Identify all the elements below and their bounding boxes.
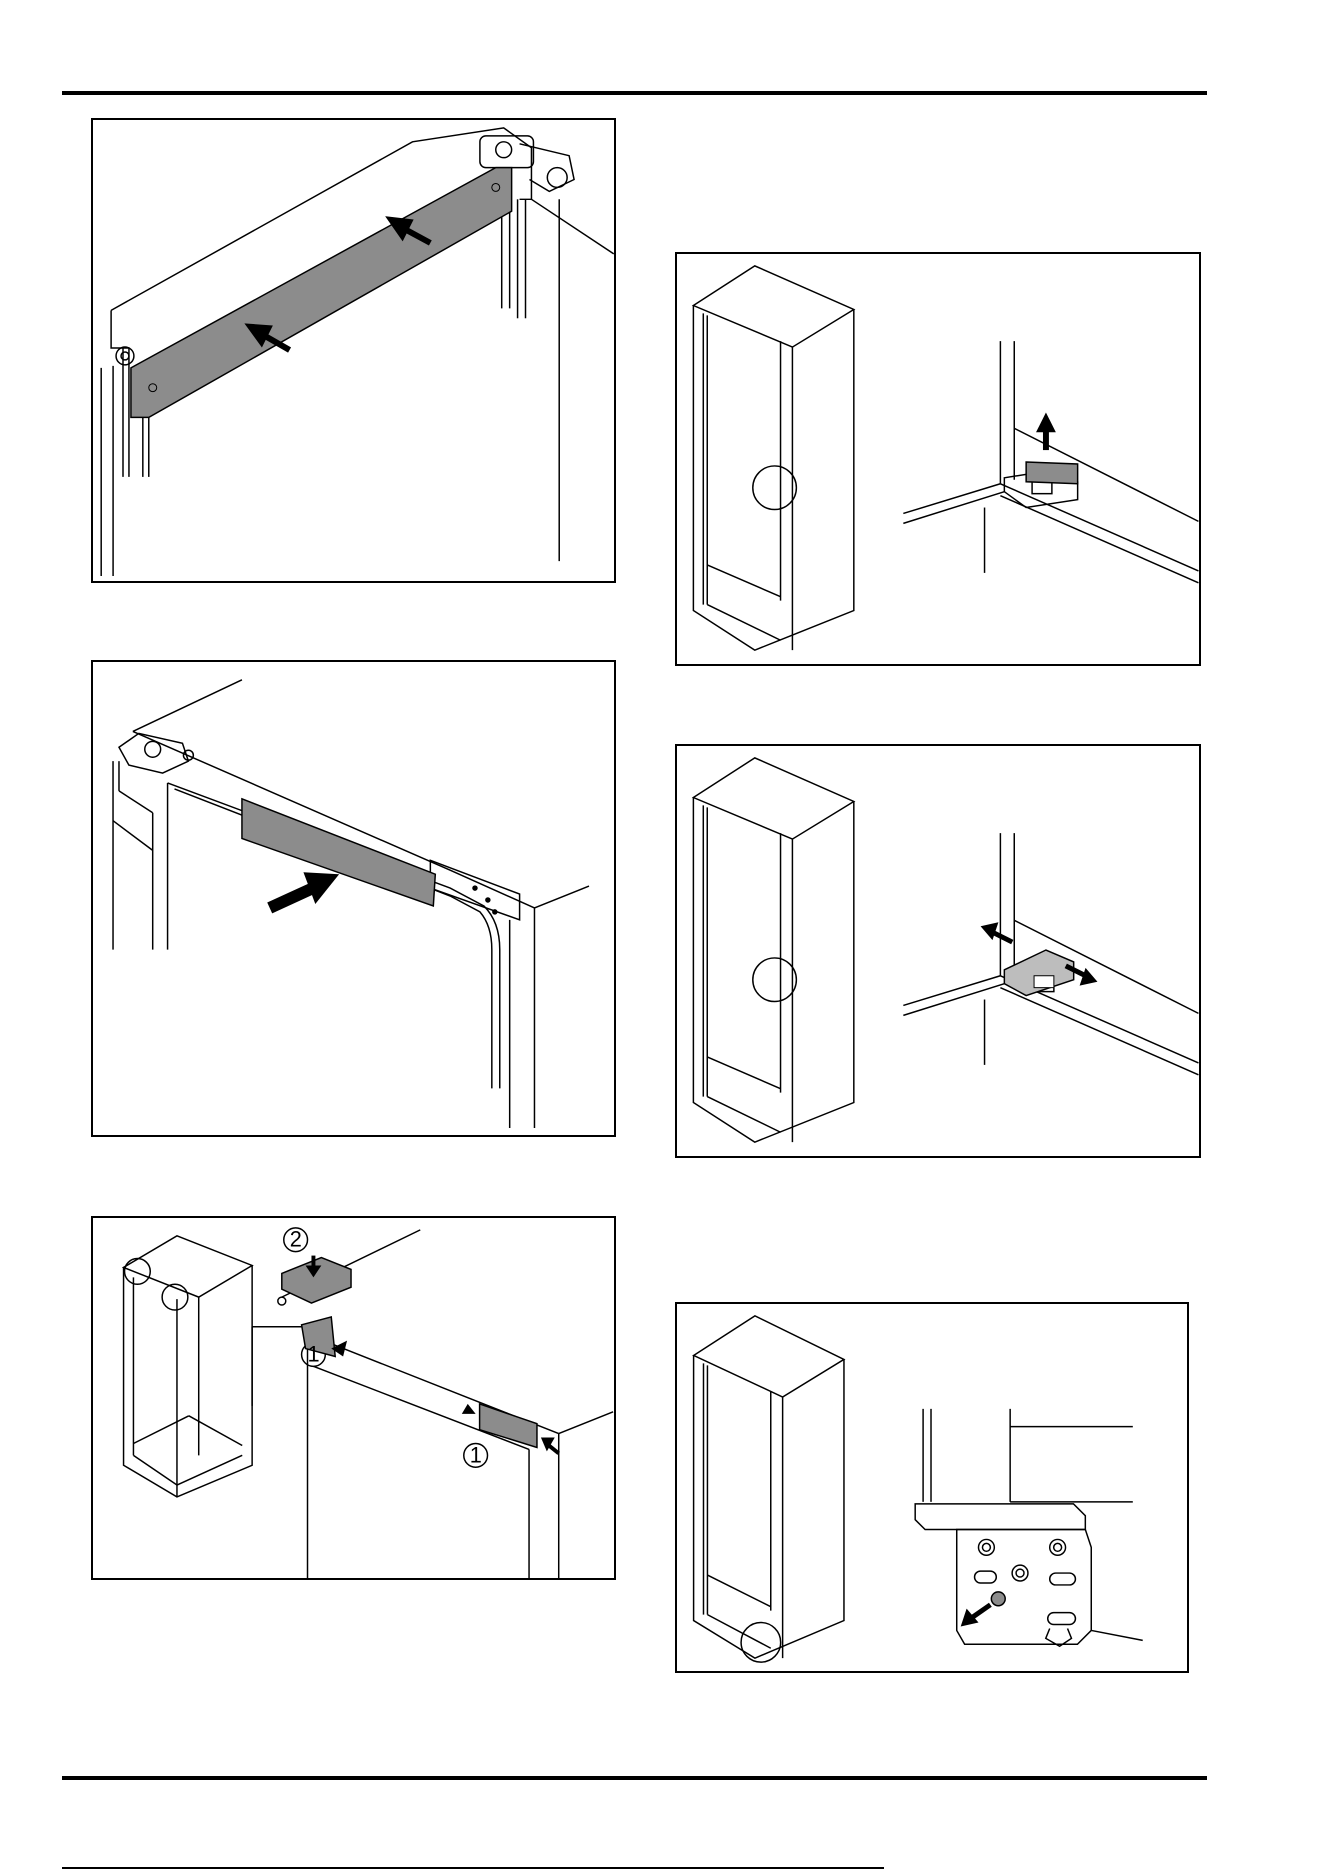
figure-panel-insert xyxy=(91,660,616,1137)
footer-thin-rule xyxy=(62,1867,884,1869)
figure-top-panel-push xyxy=(91,118,616,583)
figure-cover-caps: 2 1 1 xyxy=(91,1216,616,1580)
bottom-screw-illustration xyxy=(677,1304,1187,1671)
figure-hinge-adjust xyxy=(675,744,1201,1158)
callout-2: 2 xyxy=(290,1227,302,1252)
panel-insert-illustration xyxy=(93,662,614,1135)
hinge-adjust-illustration xyxy=(677,746,1199,1156)
callout-1-left: 1 xyxy=(308,1341,320,1366)
header-rule xyxy=(62,91,1207,95)
callout-1-right: 1 xyxy=(470,1442,482,1467)
figure-hinge-lift xyxy=(675,252,1201,666)
hinge-lift-illustration xyxy=(677,254,1199,664)
top-panel-illustration xyxy=(93,120,614,581)
footer-rule xyxy=(62,1776,1207,1780)
cover-caps-illustration: 2 1 1 xyxy=(93,1218,614,1578)
figure-bottom-screw xyxy=(675,1302,1189,1673)
